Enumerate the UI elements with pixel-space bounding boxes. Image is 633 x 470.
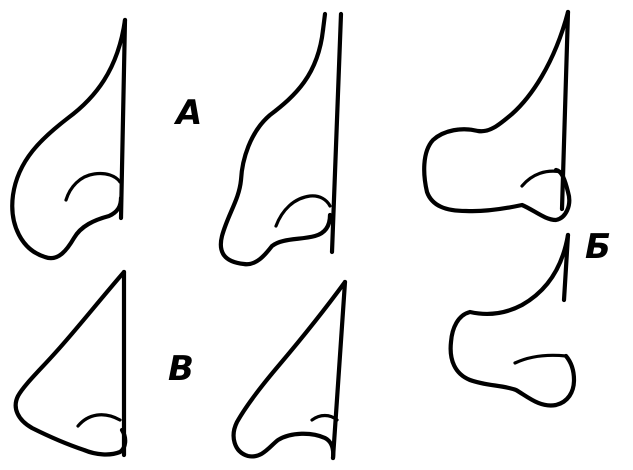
nose-a-right <box>221 14 341 264</box>
nose-b-top <box>424 12 569 220</box>
nose-a-left <box>12 20 125 258</box>
nose-v-right <box>234 282 345 458</box>
nose-v-left <box>16 272 126 455</box>
label-b: Б <box>585 230 611 264</box>
label-v: В <box>168 352 194 386</box>
label-a: А <box>176 96 202 130</box>
nose-b-bottom <box>451 235 574 406</box>
